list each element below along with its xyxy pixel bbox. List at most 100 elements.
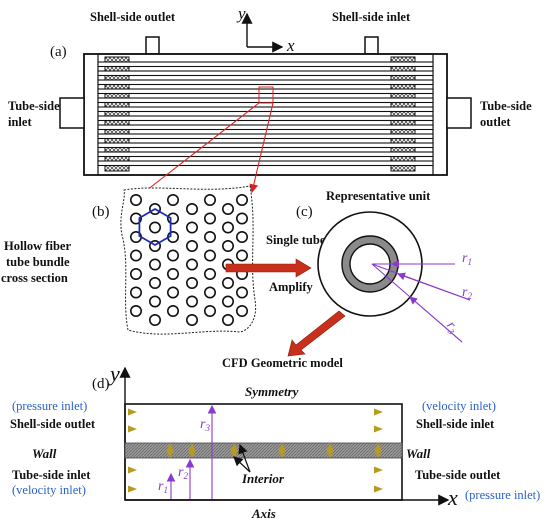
hollow-fiber — [167, 194, 180, 207]
tube-side-inlet-label-1: Tube-side — [8, 99, 60, 113]
panel-a-tag: (a) — [50, 44, 67, 60]
exchanger-inner-shell — [97, 53, 434, 176]
hollow-fiber — [222, 276, 235, 289]
d-tube-side-inlet-label: Tube-side inlet — [12, 468, 91, 482]
hollow-fiber — [222, 313, 235, 326]
hollow-fiber — [167, 286, 180, 299]
membrane-flux-arrow — [230, 443, 238, 458]
panel-a: (a) Shell-side outlet Shell-side inlet y… — [8, 4, 532, 176]
d-r3-label: r3 — [200, 417, 210, 433]
hollow-fiber — [130, 304, 143, 317]
cross-section-caption-3: cross section — [1, 271, 68, 285]
hollow-fiber — [186, 240, 199, 253]
tube-side-outlet-label-2: outlet — [480, 115, 511, 129]
hollow-fiber — [204, 231, 217, 244]
hollow-fiber — [236, 194, 249, 207]
membrane-flux-arrow — [278, 443, 286, 458]
hollow-fiber — [204, 286, 217, 299]
panel-b: (b) Hollow fiber tube bundle cross secti… — [1, 185, 257, 335]
shell-outlet-nozzle — [145, 36, 160, 55]
hollow-fiber — [204, 194, 217, 207]
d-velocity-inlet-top-label: (velocity inlet) — [422, 399, 496, 413]
tube-outlet-nozzle — [446, 97, 472, 129]
hollow-fiber — [130, 249, 143, 262]
interior-label: Interior — [241, 471, 285, 486]
interior-pointer-1 — [233, 456, 251, 473]
hollow-fiber — [236, 304, 249, 317]
hollow-fiber — [222, 221, 235, 234]
hollow-fiber — [204, 212, 217, 225]
hollow-fiber — [204, 267, 217, 280]
r2-arrow — [397, 272, 471, 301]
r3-arrow — [409, 296, 463, 343]
tube — [97, 61, 434, 68]
tube — [97, 142, 434, 149]
hollow-fiber — [186, 221, 199, 234]
tube — [97, 79, 434, 86]
amplify-arrow — [225, 258, 312, 278]
r2-label: r2 — [462, 285, 472, 301]
d-pressure-inlet-label: (pressure inlet) — [12, 399, 87, 413]
zoom-line-left — [137, 102, 260, 198]
tube-inlet-nozzle — [59, 97, 85, 129]
zoom-box — [258, 86, 274, 104]
membrane-flux-arrow — [326, 443, 334, 458]
flow-arrow — [374, 408, 383, 416]
zoom-line-right — [249, 102, 274, 194]
tube — [97, 124, 434, 131]
hollow-fiber — [167, 249, 180, 262]
tube — [97, 160, 434, 167]
panel-c: (c) Representative unit r1 r2 r3 — [296, 189, 472, 343]
tube — [97, 88, 434, 95]
hollow-fiber — [149, 313, 162, 326]
hollow-fiber — [186, 295, 199, 308]
d-shell-side-inlet-label: Shell-side inlet — [416, 417, 495, 431]
hollow-fiber — [186, 203, 199, 216]
d-shell-side-outlet-label: Shell-side outlet — [10, 417, 96, 431]
hollow-fiber — [186, 258, 199, 271]
cross-section-caption-2: tube bundle — [6, 255, 70, 269]
hexagon-unit-outline — [138, 207, 172, 247]
hollow-fiber — [236, 286, 249, 299]
shell-side-outlet-label: Shell-side outlet — [90, 10, 176, 24]
representative-unit-title: Representative unit — [326, 189, 431, 203]
interior-pointer-2 — [238, 443, 251, 473]
hollow-fiber — [222, 240, 235, 253]
d-r1-label: r1 — [158, 479, 168, 495]
panel-a-x-label: x — [286, 36, 295, 55]
flow-arrow — [128, 408, 137, 416]
tube — [97, 115, 434, 122]
membrane-flux-arrow — [188, 443, 196, 458]
hollow-fiber — [130, 194, 143, 207]
hollow-fiber — [149, 295, 162, 308]
amplify-label: Amplify — [269, 280, 314, 294]
shell-side-inlet-label: Shell-side inlet — [332, 10, 411, 24]
d-wall-right-label: Wall — [406, 446, 431, 461]
flow-arrow — [374, 425, 383, 433]
tube — [97, 97, 434, 104]
tube — [97, 151, 434, 158]
axis-boundary-label: Axis — [251, 506, 276, 521]
hollow-fiber — [149, 276, 162, 289]
flow-arrows — [128, 408, 383, 493]
hollow-fiber — [204, 304, 217, 317]
shell-inlet-nozzle — [364, 36, 379, 55]
membrane-wall-band — [124, 442, 403, 459]
panel-d-tag: (d) — [92, 376, 110, 392]
cfd-geometric-model-label: CFD Geometric model — [222, 356, 343, 370]
membrane-flux-arrow — [166, 443, 174, 458]
tube-side-outlet-label-1: Tube-side — [480, 99, 532, 113]
panel-d: (d) y x r1 r2 r3 Interior Symmetry Axis … — [10, 361, 540, 521]
d-r2-label: r2 — [178, 465, 188, 481]
single-tube-label: Single tube — [266, 233, 326, 247]
panel-b-tag: (b) — [92, 204, 110, 220]
flow-arrow — [374, 466, 383, 474]
hollow-fiber — [204, 249, 217, 262]
r1-label: r1 — [462, 251, 472, 267]
fiber-grid — [130, 194, 249, 326]
d-wall-left-label: Wall — [32, 446, 57, 461]
d-velocity-inlet-bottom-label: (velocity inlet) — [12, 483, 86, 497]
hollow-fiber — [236, 249, 249, 262]
tube — [97, 70, 434, 77]
